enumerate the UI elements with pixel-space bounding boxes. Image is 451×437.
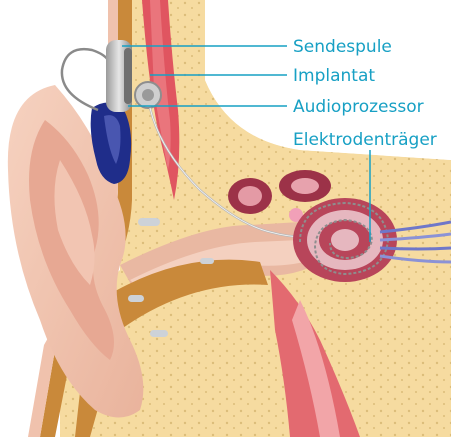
label-sendespule: Sendespule: [293, 37, 392, 57]
label-elektrodentraeger: Elektrodenträger: [293, 130, 437, 150]
processor-cable: [62, 49, 108, 110]
sending-coil: [106, 40, 132, 112]
label-implantat: Implantat: [293, 66, 375, 86]
implant: [135, 82, 161, 108]
label-audioprozessor: Audioprozessor: [293, 97, 424, 117]
